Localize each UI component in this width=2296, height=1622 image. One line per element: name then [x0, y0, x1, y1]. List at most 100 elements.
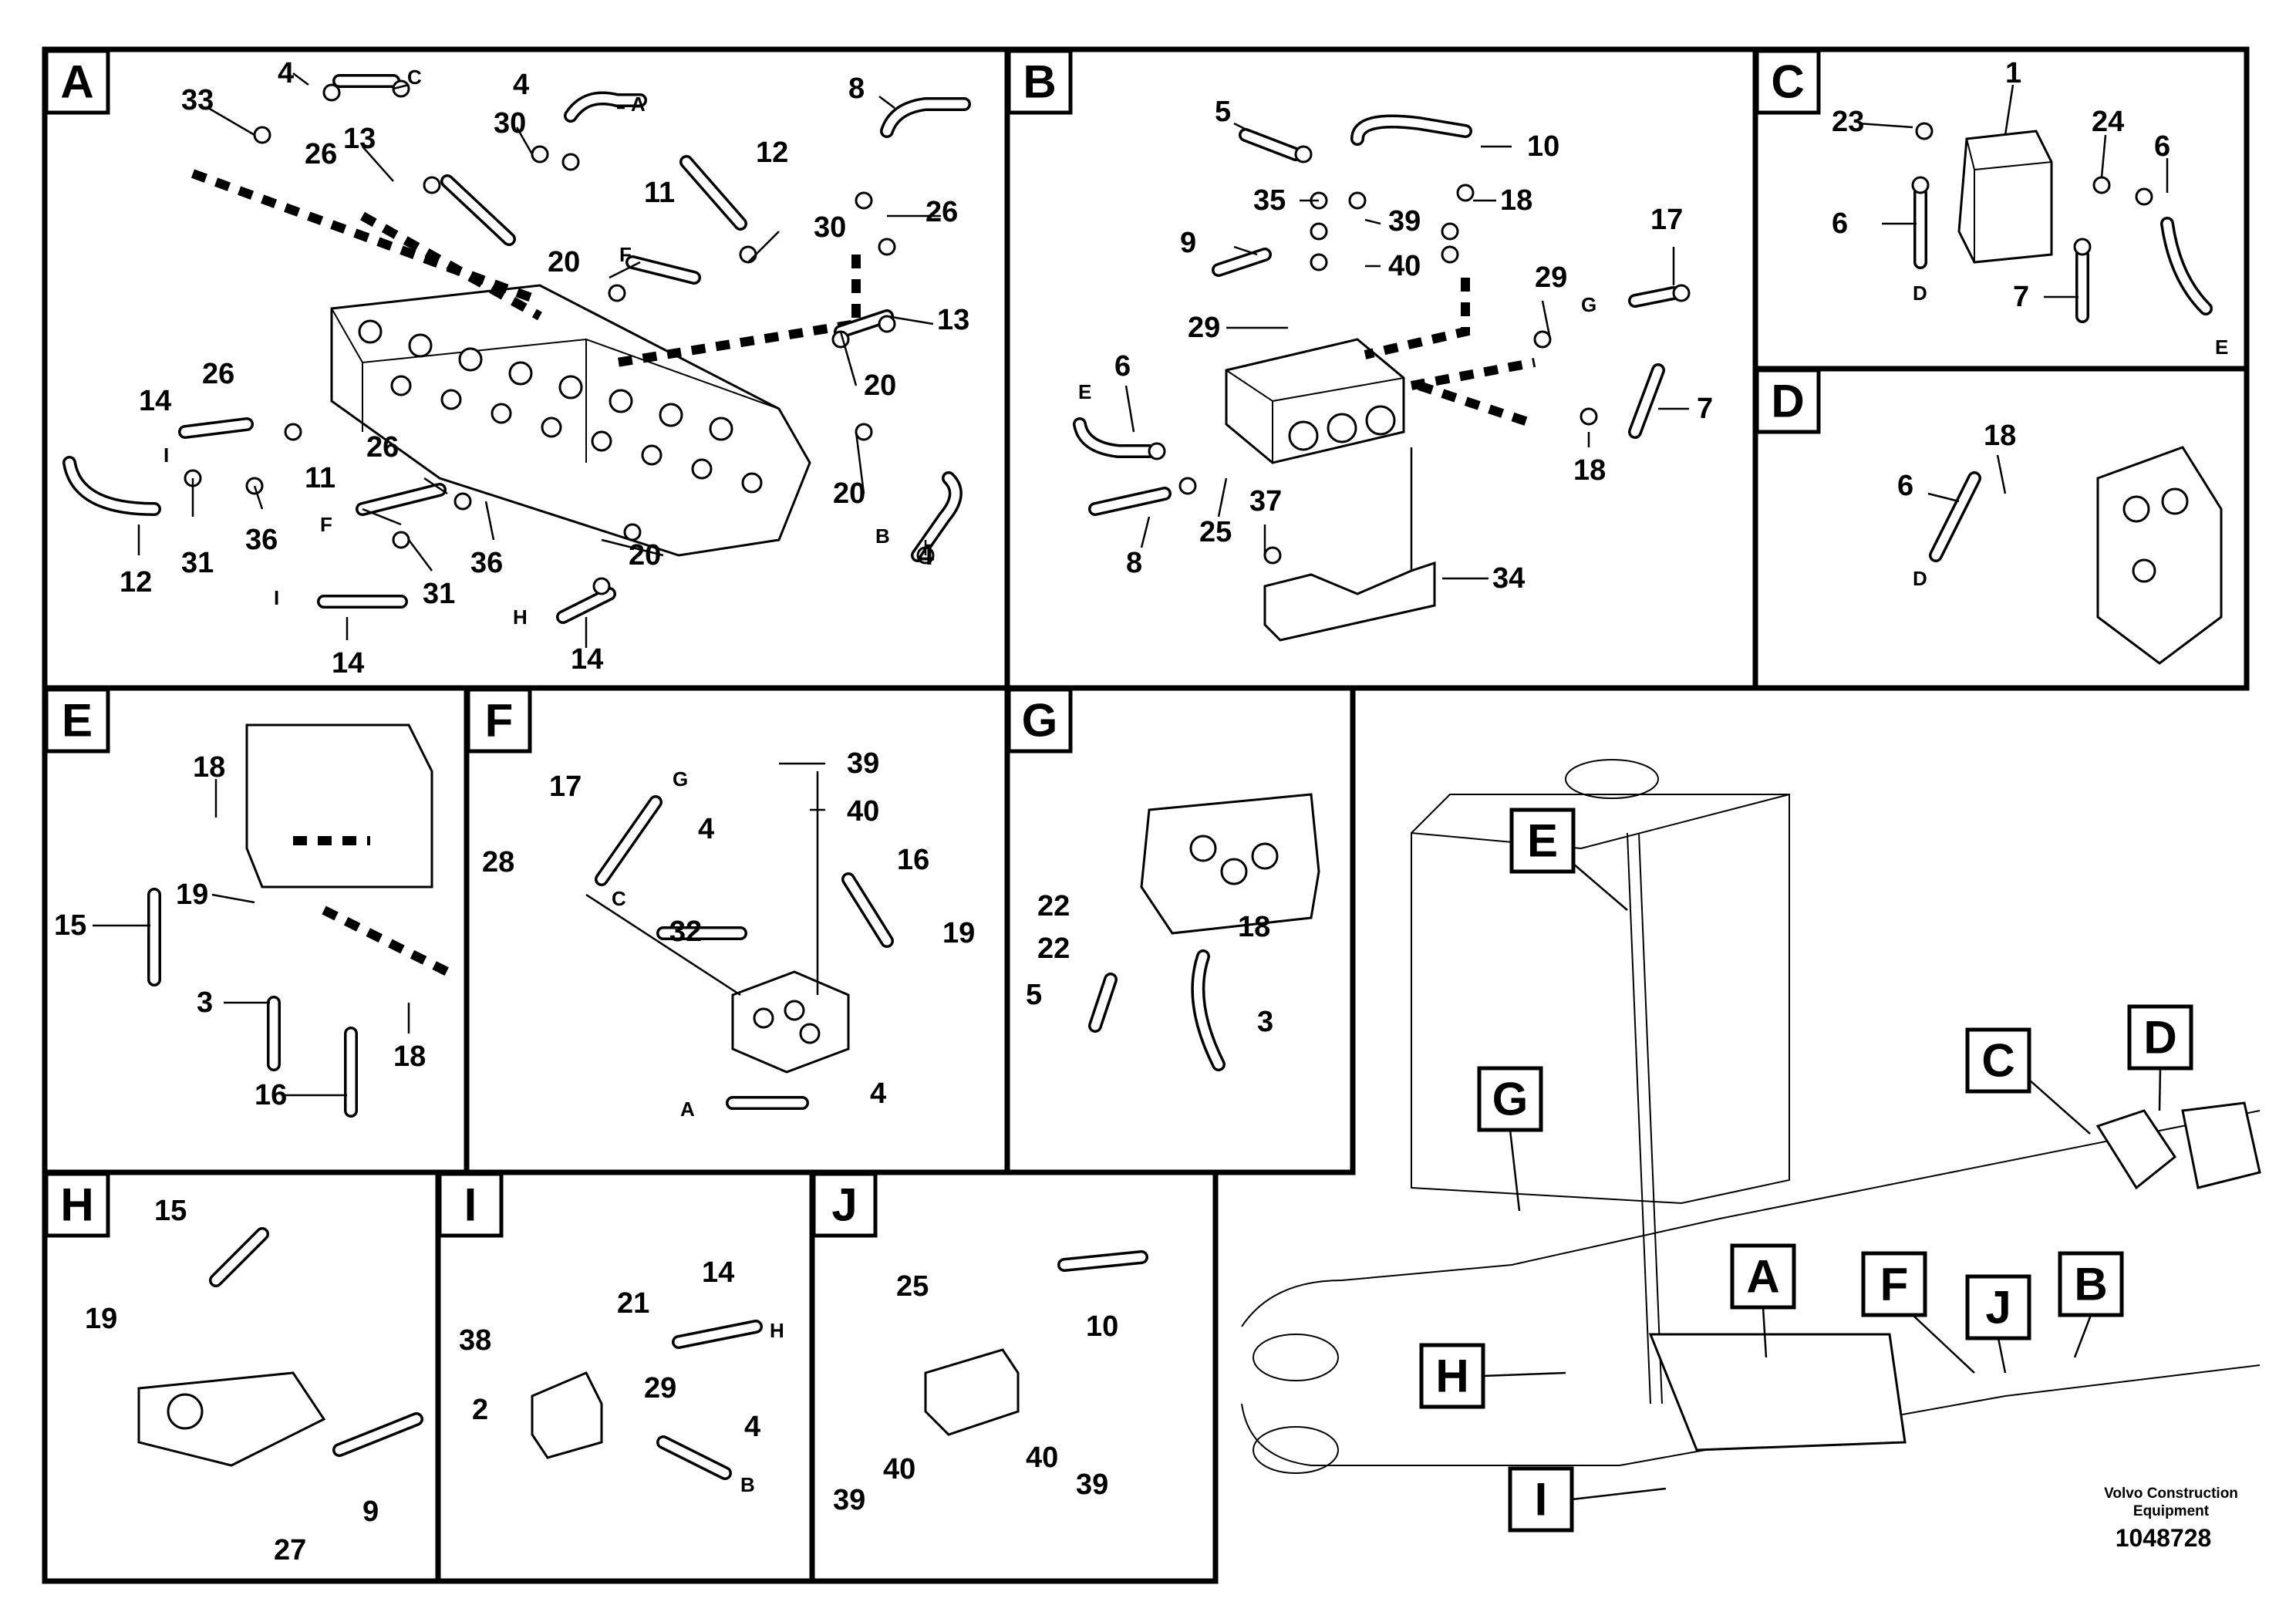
svg-text:22: 22	[1037, 890, 1070, 922]
overview-tag-i: I	[1508, 1466, 1574, 1533]
fitting-shape	[608, 284, 626, 302]
svg-text:40: 40	[1388, 250, 1421, 282]
svg-text:15: 15	[54, 909, 86, 942]
svg-text:F: F	[320, 513, 332, 536]
svg-text:2: 2	[472, 1394, 488, 1426]
svg-text:3: 3	[1257, 1006, 1273, 1038]
svg-text:A: A	[60, 56, 93, 108]
svg-text:18: 18	[1238, 911, 1270, 943]
svg-text:30: 30	[814, 211, 846, 244]
fitting-shape	[2092, 176, 2111, 194]
fitting-shape	[878, 315, 896, 333]
fitting-shape	[561, 153, 580, 171]
svg-text:18: 18	[1500, 184, 1532, 217]
panel-j-artwork	[924, 1250, 1148, 1436]
svg-text:38: 38	[459, 1324, 491, 1357]
fitting-shape	[592, 577, 611, 595]
svg-text:29: 29	[1188, 312, 1220, 344]
svg-text:39: 39	[1076, 1469, 1108, 1501]
svg-text:14: 14	[702, 1256, 734, 1289]
svg-text:21: 21	[617, 1287, 649, 1320]
overview-leaders	[1482, 863, 2162, 1501]
svg-text:H: H	[1435, 1351, 1468, 1402]
fitting-shape	[491, 403, 512, 424]
panel-g-artwork	[1088, 793, 1320, 1071]
svg-text:H: H	[513, 605, 528, 629]
svg-text:36: 36	[245, 524, 278, 556]
fitting-shape	[1441, 222, 1459, 241]
svg-text:A: A	[1746, 1251, 1779, 1303]
svg-text:39: 39	[833, 1484, 865, 1516]
panel-c-callouts: 1 23 24 6 6 D 7 E	[1832, 57, 2228, 359]
svg-text:40: 40	[1026, 1442, 1058, 1474]
fitting-shape	[1263, 546, 1282, 565]
panel-a-artwork	[62, 73, 971, 648]
svg-text:25: 25	[1199, 516, 1232, 548]
svg-text:29: 29	[1535, 261, 1567, 294]
fitting-shape	[855, 191, 873, 210]
svg-text:4: 4	[698, 813, 714, 845]
company-line-2: Equipment	[2133, 1503, 2210, 1519]
svg-text:10: 10	[1086, 1310, 1118, 1343]
svg-text:20: 20	[864, 369, 896, 402]
svg-text:18: 18	[1573, 454, 1606, 487]
fitting-shape	[878, 238, 896, 256]
fitting-shape	[253, 126, 271, 144]
panel-c-artwork	[1858, 84, 2213, 323]
svg-text:C: C	[612, 887, 626, 910]
fitting-shape	[1441, 245, 1459, 264]
fitting-shape	[1672, 284, 1691, 302]
svg-text:19: 19	[942, 917, 975, 949]
fitting-shape	[1178, 477, 1197, 495]
svg-text:11: 11	[644, 177, 675, 209]
panel-i-artwork	[531, 1320, 763, 1480]
drawing-number: 1048728	[2116, 1524, 2212, 1552]
fitting-shape	[508, 361, 533, 386]
svg-text:20: 20	[833, 477, 865, 510]
svg-text:D: D	[1913, 567, 1927, 590]
svg-text:E: E	[1527, 815, 1558, 867]
panel-a-callouts: 33 4 C 4 A 8 26 13 30 12 11 F 20 30 26 1…	[120, 57, 969, 679]
svg-text:29: 29	[644, 1372, 676, 1404]
svg-text:B: B	[740, 1473, 755, 1496]
svg-text:I: I	[464, 1179, 477, 1231]
panel-d-tag: D	[1755, 368, 1821, 434]
svg-text:22: 22	[1037, 932, 1070, 965]
overview-tag-j: J	[1965, 1274, 2031, 1340]
panel-f-tag: F	[466, 687, 532, 754]
svg-text:5: 5	[1215, 96, 1231, 128]
svg-text:31: 31	[181, 547, 214, 579]
svg-text:16: 16	[255, 1079, 287, 1111]
svg-text:4: 4	[513, 69, 529, 101]
svg-text:19: 19	[176, 878, 208, 911]
fitting-shape	[440, 389, 462, 410]
overview-tag-d: D	[2127, 1004, 2193, 1071]
fitting-shape	[322, 83, 341, 102]
svg-text:A: A	[631, 93, 646, 116]
overview-tag-h: H	[1419, 1343, 1485, 1409]
panel-h-callouts: 15 19 9 27	[85, 1195, 379, 1566]
panel-b-artwork	[1073, 114, 1691, 642]
svg-text:B: B	[2074, 1259, 2107, 1310]
overview-tag-b: B	[2058, 1251, 2124, 1317]
fitting-shape	[423, 176, 441, 194]
svg-text:36: 36	[470, 547, 503, 579]
svg-text:E: E	[1078, 380, 1091, 403]
svg-text:27: 27	[274, 1534, 306, 1566]
panel-i-tag: I	[437, 1172, 504, 1238]
fitting-shape	[1911, 176, 1930, 194]
svg-text:26: 26	[366, 431, 399, 464]
overview-tag-a: A	[1730, 1243, 1796, 1310]
fitting-shape	[558, 375, 583, 400]
svg-text:37: 37	[1249, 485, 1282, 518]
panel-e-artwork	[93, 723, 450, 1118]
fitting-shape	[623, 523, 642, 541]
footer-block: Volvo Construction Equipment 1048728	[2104, 1485, 2238, 1552]
fitting-shape	[2135, 187, 2153, 206]
svg-text:39: 39	[847, 747, 879, 780]
fitting-shape	[1148, 442, 1166, 460]
svg-text:14: 14	[332, 647, 364, 679]
fitting-shape	[358, 319, 383, 344]
company-line-1: Volvo Construction	[2104, 1485, 2238, 1502]
